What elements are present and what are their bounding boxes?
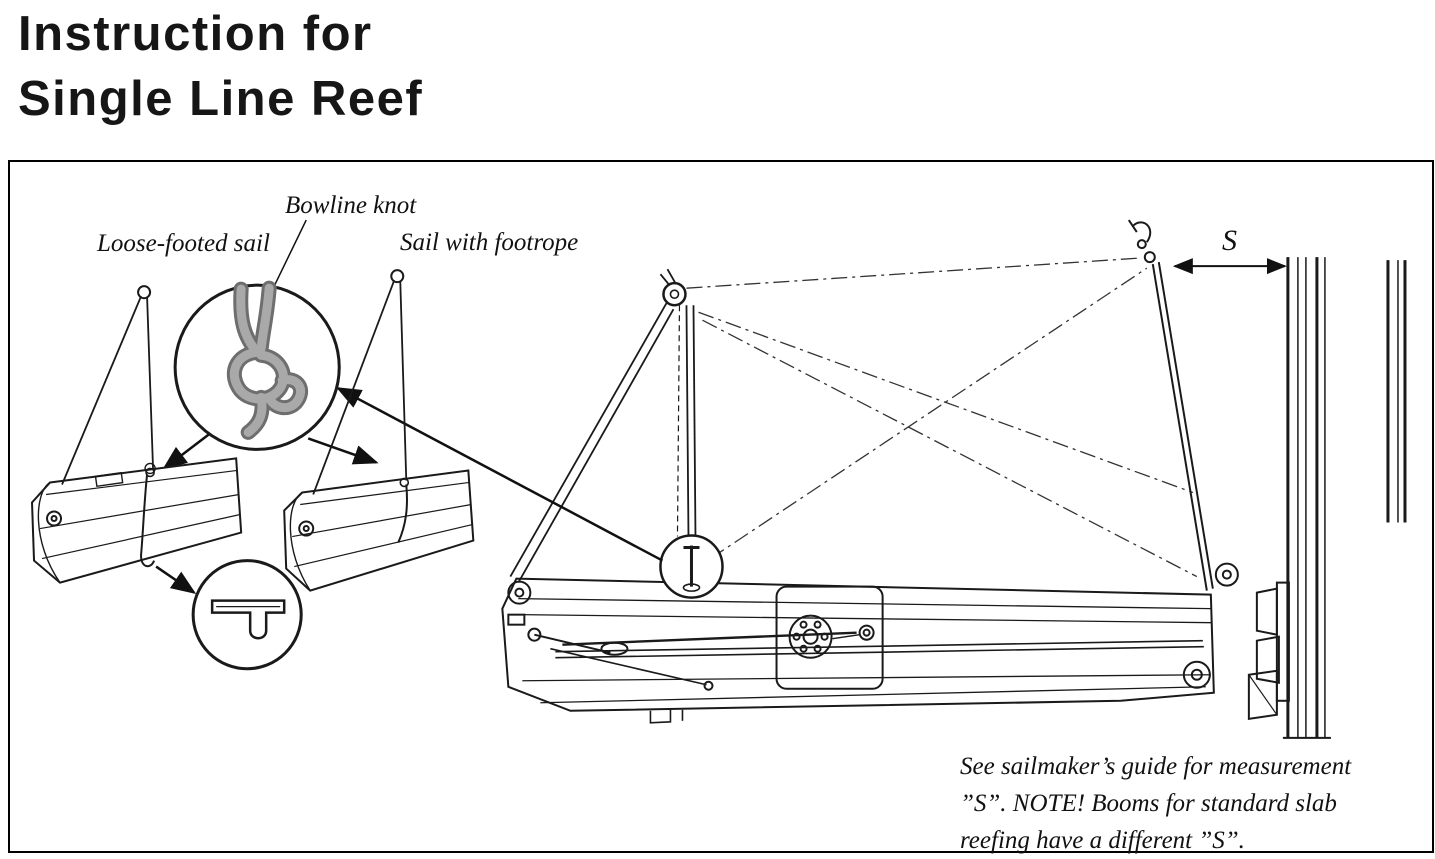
label-loose-footed-sail: Loose-footed sail — [97, 230, 270, 257]
reef-line-halyard — [1127, 219, 1214, 591]
label-bowline-knot: Bowline knot — [285, 192, 417, 219]
mast-edge-section — [1386, 260, 1407, 523]
bowline-knot-inset — [173, 280, 341, 451]
sailmaker-note-line1: See sailmaker’s guide for measurement — [960, 753, 1352, 780]
sailmaker-note: See sailmaker’s guide for measurement ”S… — [960, 748, 1351, 859]
pointer-arrows — [155, 219, 664, 595]
page-title-line2: Single Line Reef — [18, 72, 424, 126]
page-title: Instruction for Single Line Reef — [18, 2, 423, 132]
sail-outline-lines — [686, 257, 1198, 578]
loose-footed-boom-sketch — [31, 285, 243, 584]
page-title-line1: Instruction for — [18, 7, 373, 61]
boom-knot-highlight-circle — [659, 534, 724, 599]
sailmaker-note-line3: reefing have a different ”S”. — [960, 827, 1245, 854]
footrope-boom-sketch — [283, 269, 475, 592]
main-boom-drawing — [501, 562, 1290, 724]
label-sail-with-footrope: Sail with footrope — [400, 229, 579, 256]
label-measurement-s: S — [1222, 224, 1237, 257]
mast-section — [1282, 257, 1331, 739]
reef-diagram — [31, 219, 1407, 739]
reef-line-fall — [509, 268, 697, 584]
diagram-frame: Bowline knot Loose-footed sail Sail with… — [8, 160, 1434, 854]
sailmaker-note-line2: ”S”. NOTE! Booms for standard slab — [960, 790, 1337, 817]
boom-fitting-inset — [191, 559, 303, 671]
